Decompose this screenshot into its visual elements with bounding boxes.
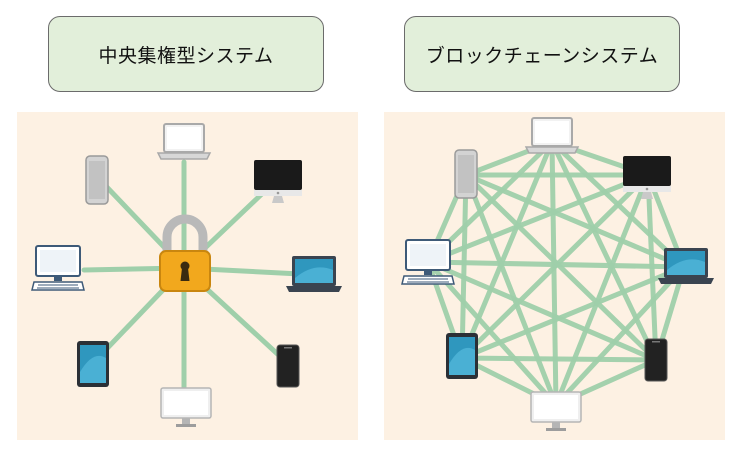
laptop-icon [157, 123, 211, 160]
blockchain-title: ブロックチェーンシステム [425, 44, 659, 67]
tablet-icon [446, 333, 478, 379]
desktop-pc-icon [401, 239, 455, 285]
centralized-title: 中央集権型システム [98, 44, 274, 67]
smartphone-silver-icon [85, 155, 109, 205]
tablet-icon [77, 341, 109, 387]
blockchain-title-box: ブロックチェーンシステム [404, 16, 680, 92]
laptop-blue-icon [658, 248, 714, 284]
smartphone-silver-icon [454, 149, 478, 199]
centralized-title-box: 中央集権型システム [48, 16, 324, 92]
monitor-icon [160, 387, 212, 428]
monitor-icon [530, 391, 582, 432]
smartphone-black-icon [644, 338, 668, 382]
laptop-icon [525, 117, 579, 154]
laptop-blue-icon [286, 256, 342, 292]
smartphone-black-icon [276, 344, 300, 388]
padlock-icon [159, 214, 211, 292]
desktop-pc-icon [31, 245, 85, 291]
blockchain-links [425, 139, 687, 408]
